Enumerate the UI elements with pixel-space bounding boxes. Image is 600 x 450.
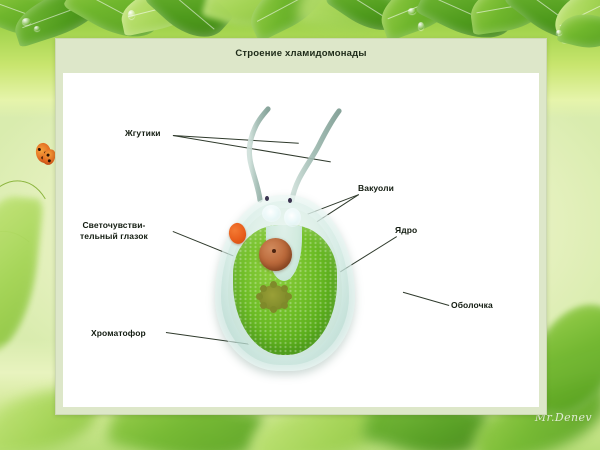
pyrenoid <box>256 281 292 313</box>
page-title: Строение хламидомонады <box>235 48 367 59</box>
watermark: Mr.Denev <box>534 411 592 424</box>
slide-panel: Строение хламидомонады Жгутики Вакуоли Я… <box>55 38 547 415</box>
water-droplet <box>556 30 562 35</box>
nucleus <box>259 238 292 271</box>
water-droplet <box>34 26 40 31</box>
label-envelope: Оболочка <box>451 300 493 310</box>
diagram-canvas: Жгутики Вакуоли Ядро Светочувстви- тельн… <box>63 73 539 407</box>
vacuole-right <box>284 208 301 227</box>
water-droplet <box>408 8 416 14</box>
chlamydomonas-cell <box>215 181 355 371</box>
flagella-group <box>246 106 342 203</box>
label-flagella: Жгутики <box>125 128 161 138</box>
label-chromatophore: Хроматофор <box>91 328 146 338</box>
nucleolus <box>272 249 276 253</box>
label-vacuoles: Вакуоли <box>358 183 394 193</box>
label-eyespot: Светочувстви- тельный глазок <box>80 220 148 241</box>
flagellum-left <box>246 106 271 203</box>
basal-body-right <box>288 198 292 203</box>
water-droplet <box>128 10 135 19</box>
chlamydomonas-diagram: Жгутики Вакуоли Ядро Светочувстви- тельн… <box>63 73 539 407</box>
label-nucleus: Ядро <box>395 225 418 235</box>
water-droplet <box>418 22 424 30</box>
water-droplet <box>22 18 31 25</box>
flagellum-right <box>289 108 342 203</box>
vacuole-left <box>262 205 281 222</box>
basal-body-left <box>265 196 269 201</box>
